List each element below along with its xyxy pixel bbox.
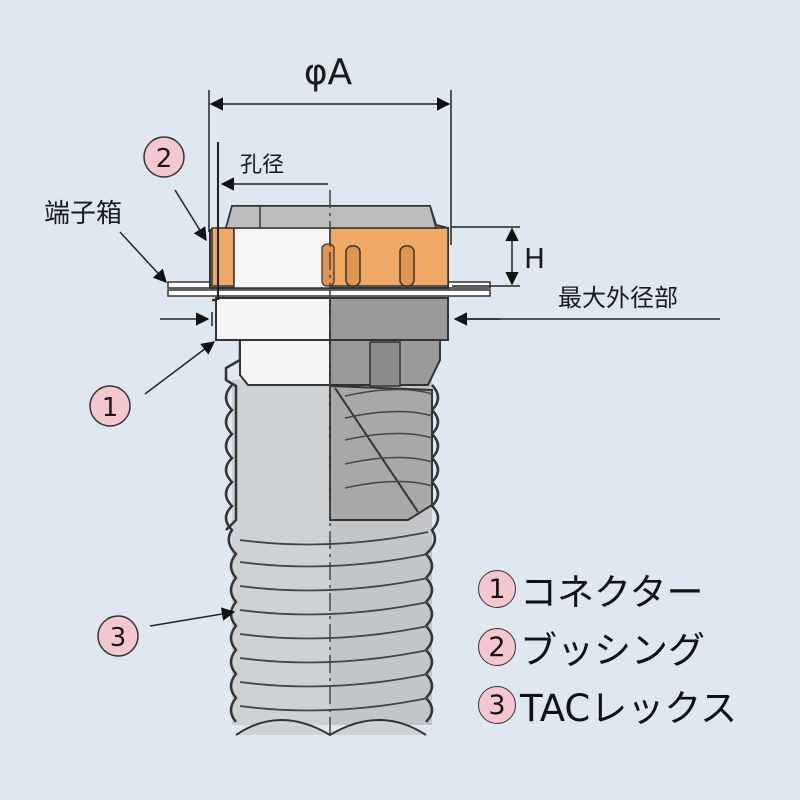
legend-item-bushing: 2 ブッシング — [478, 618, 788, 676]
legend-text: TACレックス — [520, 687, 738, 730]
legend-text: ブッシング — [520, 629, 705, 672]
terminal-box-label: 端子箱 — [44, 199, 122, 229]
legend-number: 3 — [478, 686, 516, 724]
legend-item-conduit: 3 TACレックス — [478, 676, 788, 734]
h-label: H — [524, 242, 545, 275]
bushing — [209, 205, 449, 289]
hole-diameter-label: 孔径 — [240, 153, 284, 178]
callout-2: 2 — [143, 136, 207, 242]
callout-3: 3 — [97, 607, 236, 657]
dimension-hole-diameter — [217, 142, 328, 300]
terminal-box-leader — [119, 231, 167, 283]
svg-text:1: 1 — [102, 393, 119, 423]
legend-number: 1 — [478, 570, 516, 608]
max-outer-diameter-label: 最大外径部 — [558, 284, 678, 312]
phi-a-label: φA — [304, 52, 353, 93]
svg-text:2: 2 — [156, 144, 173, 174]
dimension-max-outer — [160, 312, 720, 326]
dimension-phi-a — [208, 90, 452, 245]
legend-text: コネクター — [520, 571, 704, 614]
callout-1: 1 — [89, 341, 216, 427]
legend: 1 コネクター 2 ブッシング 3 TACレックス — [478, 560, 788, 734]
svg-text:3: 3 — [110, 623, 127, 653]
dimension-h — [452, 226, 520, 287]
legend-number: 2 — [478, 628, 516, 666]
legend-item-connector: 1 コネクター — [478, 560, 788, 618]
